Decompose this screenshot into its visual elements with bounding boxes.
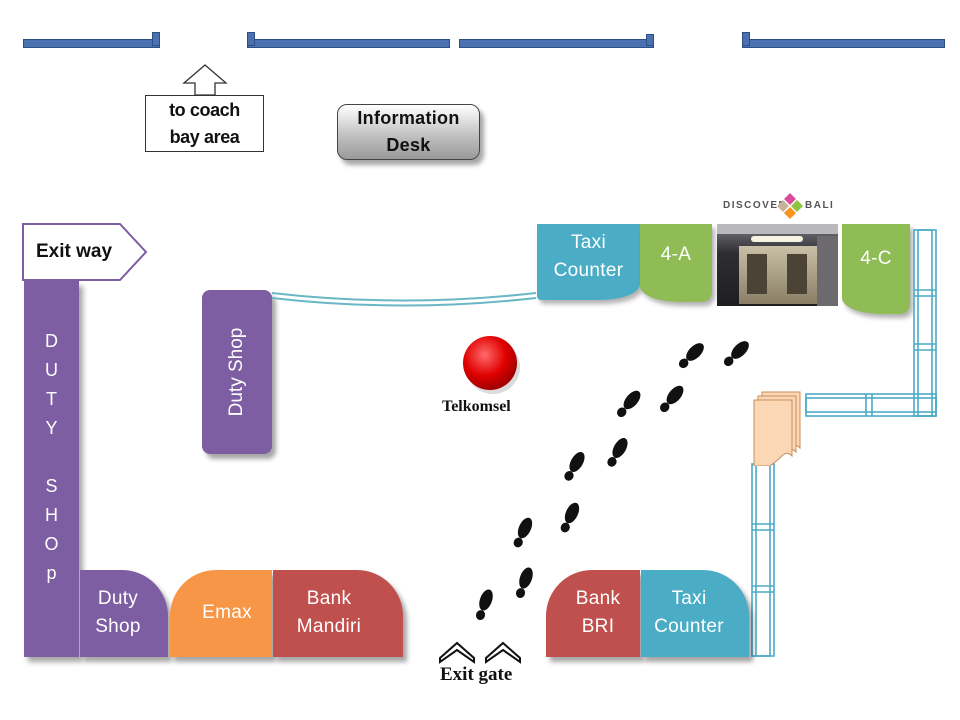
- wall-segment-end: [742, 32, 750, 46]
- gate-4c: [842, 224, 910, 314]
- wall-segment: [23, 39, 160, 48]
- exit-gate-chevrons-icon: [439, 641, 521, 664]
- exit-way-label: Exit way: [36, 241, 113, 262]
- store-photo: [717, 224, 838, 306]
- telkomsel-label: Telkomsel: [442, 398, 511, 415]
- gate-4c-label: 4-C: [860, 248, 892, 270]
- wall-segment: [247, 39, 450, 48]
- wall-segment: [742, 39, 945, 48]
- wall-segment-end: [152, 32, 160, 46]
- duty-shop-bottom: [80, 570, 168, 657]
- up-arrow-icon: [182, 64, 228, 96]
- emax-shop: [170, 570, 272, 657]
- railing: [271, 292, 537, 307]
- taxi-counter-top: [537, 224, 640, 300]
- bali-diamond-icon: [777, 193, 803, 219]
- bank-mandiri-label: Bank Mandiri: [296, 588, 362, 637]
- duty-shop-center-label: Duty Shop: [226, 327, 247, 417]
- taxi-counter-bottom-label: Taxi Counter: [654, 588, 724, 637]
- duty-shop-center: [202, 290, 272, 454]
- document-stack-icon: [753, 391, 801, 466]
- wall-segment-end: [247, 32, 255, 46]
- wall-segment-end: [646, 34, 654, 46]
- duty-shop-vertical: [24, 281, 79, 657]
- coach-bay-sign: to coach bay area: [145, 95, 264, 152]
- gate-4a-label: 4-A: [660, 244, 692, 266]
- information-desk: Information Desk: [337, 104, 480, 160]
- exit-way-arrow: [22, 223, 148, 281]
- bank-bri-label: Bank BRI: [575, 588, 621, 637]
- telkomsel-marker-icon: [463, 336, 520, 394]
- wall-segment: [459, 39, 654, 48]
- bank-mandiri: [273, 570, 403, 657]
- taxi-counter-top-label: Taxi Counter: [553, 232, 624, 281]
- exit-gate-label: Exit gate: [440, 664, 513, 685]
- discover-bali-logo: DISCOVER BALI: [718, 192, 838, 222]
- gate-4a: [640, 224, 712, 302]
- emax-label: Emax: [202, 602, 252, 624]
- duty-shop-bottom-label: Duty Shop: [95, 588, 141, 637]
- right-railing: [751, 229, 937, 657]
- duty-shop-vertical-letters: D U T Y S H O p: [44, 331, 59, 583]
- taxi-counter-bottom: [641, 570, 749, 657]
- bank-bri: [546, 570, 640, 657]
